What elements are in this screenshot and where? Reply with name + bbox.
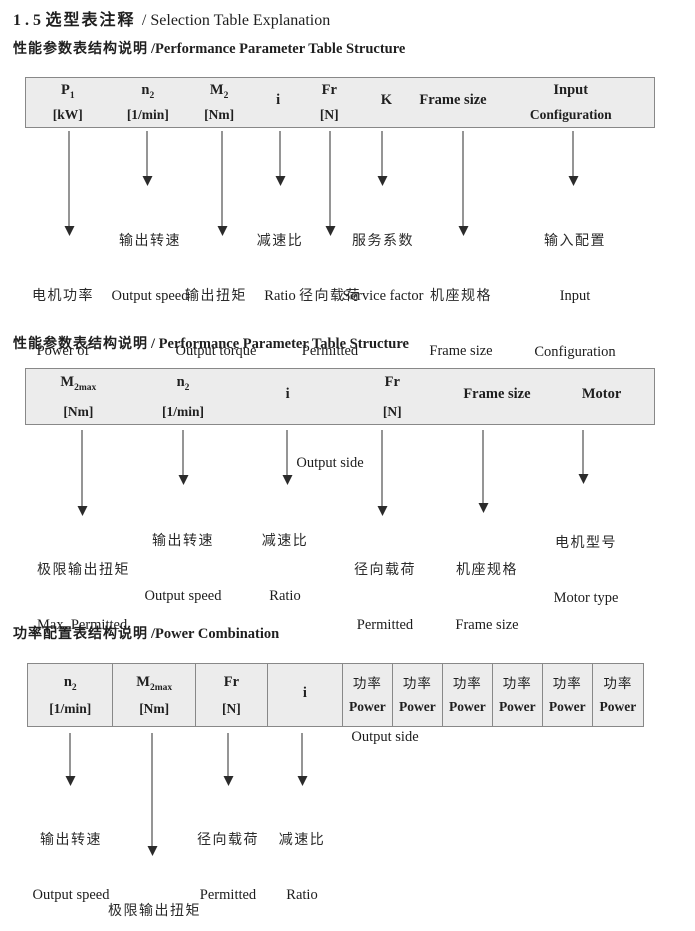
label-output-torque: 输出扭矩 Output torque (175, 287, 257, 359)
arrow-down (325, 131, 336, 236)
col-n2: n2 [1/min] (161, 373, 204, 419)
col-n2: n2 [1/min] (28, 664, 114, 726)
heading-english: / Performance Parameter Table Structure (151, 336, 409, 352)
section-number: 1 . 5 (13, 12, 41, 29)
arrow-down (217, 131, 228, 236)
arrow-down (178, 430, 189, 485)
col-ratio: i (285, 386, 290, 403)
col-power-3: 功率 Power (443, 664, 493, 726)
section-power-combination: 功率配置表结构说明/Power Combination n2 [1/min] M… (0, 623, 695, 931)
arrow-down (377, 131, 388, 186)
label-output-speed: 输出转速 Output speed (32, 831, 110, 903)
arrow-down (147, 733, 158, 856)
col-k: K (380, 92, 393, 109)
section-performance-parameter-2: 性能参数表结构说明/ Performance Parameter Table S… (0, 333, 695, 745)
heading-chinese: 性能参数表结构说明 (13, 40, 148, 56)
heading-english: /Performance Parameter Table Structure (151, 41, 406, 57)
label-ratio: 减速比 Ratio (261, 532, 309, 604)
arrow-down (297, 733, 308, 786)
col-ratio: i (276, 92, 281, 109)
arrow-down (568, 131, 579, 186)
section-heading: 性能参数表结构说明/Performance Parameter Table St… (13, 38, 405, 58)
col-fr: Fr [N] (382, 373, 402, 419)
arrow-down (64, 131, 75, 236)
col-frame-size: Frame size (463, 386, 531, 403)
arrow-down (458, 131, 469, 236)
page-title-chinese: 选型表注释 (45, 12, 136, 29)
col-m2max: M2max [Nm] (60, 373, 97, 419)
col-motor: Motor (581, 386, 622, 403)
col-fr: Fr [N] (319, 82, 339, 123)
col-p1: P1 [kW] (52, 82, 83, 123)
param-table-header: P1 [kW] n2 [1/min] M2 [Nm] i Fr [N] K (25, 77, 655, 128)
label-input-configuration: 输入配置 Input Configuration (534, 232, 616, 360)
col-fr: Fr [N] (196, 664, 268, 726)
col-power-4: 功率 Power (493, 664, 543, 726)
section-heading: 性能参数表结构说明/ Performance Parameter Table S… (13, 333, 409, 353)
section-heading: 功率配置表结构说明/Power Combination (13, 623, 279, 643)
label-frame-size: 机座规格 Frame size (429, 287, 493, 359)
col-n2: n2 [1/min] (126, 82, 169, 123)
arrow-down (478, 430, 489, 513)
page-title-english: / Selection Table Explanation (141, 12, 331, 29)
arrow-down (142, 131, 153, 186)
label-overhung-load: 径向载荷 Permitted Overhung load Output side (196, 831, 259, 903)
section-performance-parameter-1: 性能参数表结构说明/Performance Parameter Table St… (0, 38, 695, 471)
col-m2: M2 [Nm] (204, 82, 235, 123)
col-input-configuration: Input Configuration (529, 82, 612, 123)
col-power-1: 功率 Power (343, 664, 393, 726)
col-ratio: i (268, 664, 343, 726)
arrow-down (65, 733, 76, 786)
arrow-down (578, 430, 589, 484)
param-table-header: M2max [Nm] n2 [1/min] i Fr [N] Frame siz… (25, 368, 655, 425)
heading-chinese: 性能参数表结构说明 (13, 335, 148, 351)
label-motor-type: 电机型号 Motor type (553, 534, 619, 606)
arrow-down (275, 131, 286, 186)
heading-chinese: 功率配置表结构说明 (13, 625, 148, 641)
label-ratio: 减速比 Ratio (256, 232, 304, 304)
heading-english: /Power Combination (151, 626, 280, 642)
page-title: 1 . 5 选型表注释 / Selection Table Explanatio… (13, 6, 330, 30)
col-m2max: M2max [Nm] (113, 664, 196, 726)
col-frame-size: Frame size (419, 92, 487, 109)
label-output-speed: 输出转速 Output speed (144, 532, 222, 604)
label-max-output-torque: 极限输出扭矩 Max. Permitted Output torque (108, 902, 201, 918)
arrow-down (77, 430, 88, 516)
power-table-header: n2 [1/min] M2max [Nm] Fr [N] i 功率 Power … (27, 663, 644, 727)
arrow-down (282, 430, 293, 485)
label-output-speed: 输出转速 Output speed (111, 232, 189, 304)
arrow-down (377, 430, 388, 516)
col-power-2: 功率 Power (393, 664, 443, 726)
label-ratio: 减速比 Ratio (278, 831, 326, 903)
label-frame-size: 机座规格 Frame size (455, 561, 519, 633)
label-service-factor: 服务系数 Service factor (342, 232, 424, 304)
col-power-5: 功率 Power (543, 664, 593, 726)
arrow-down (223, 733, 234, 786)
col-power-6: 功率 Power (599, 676, 637, 714)
